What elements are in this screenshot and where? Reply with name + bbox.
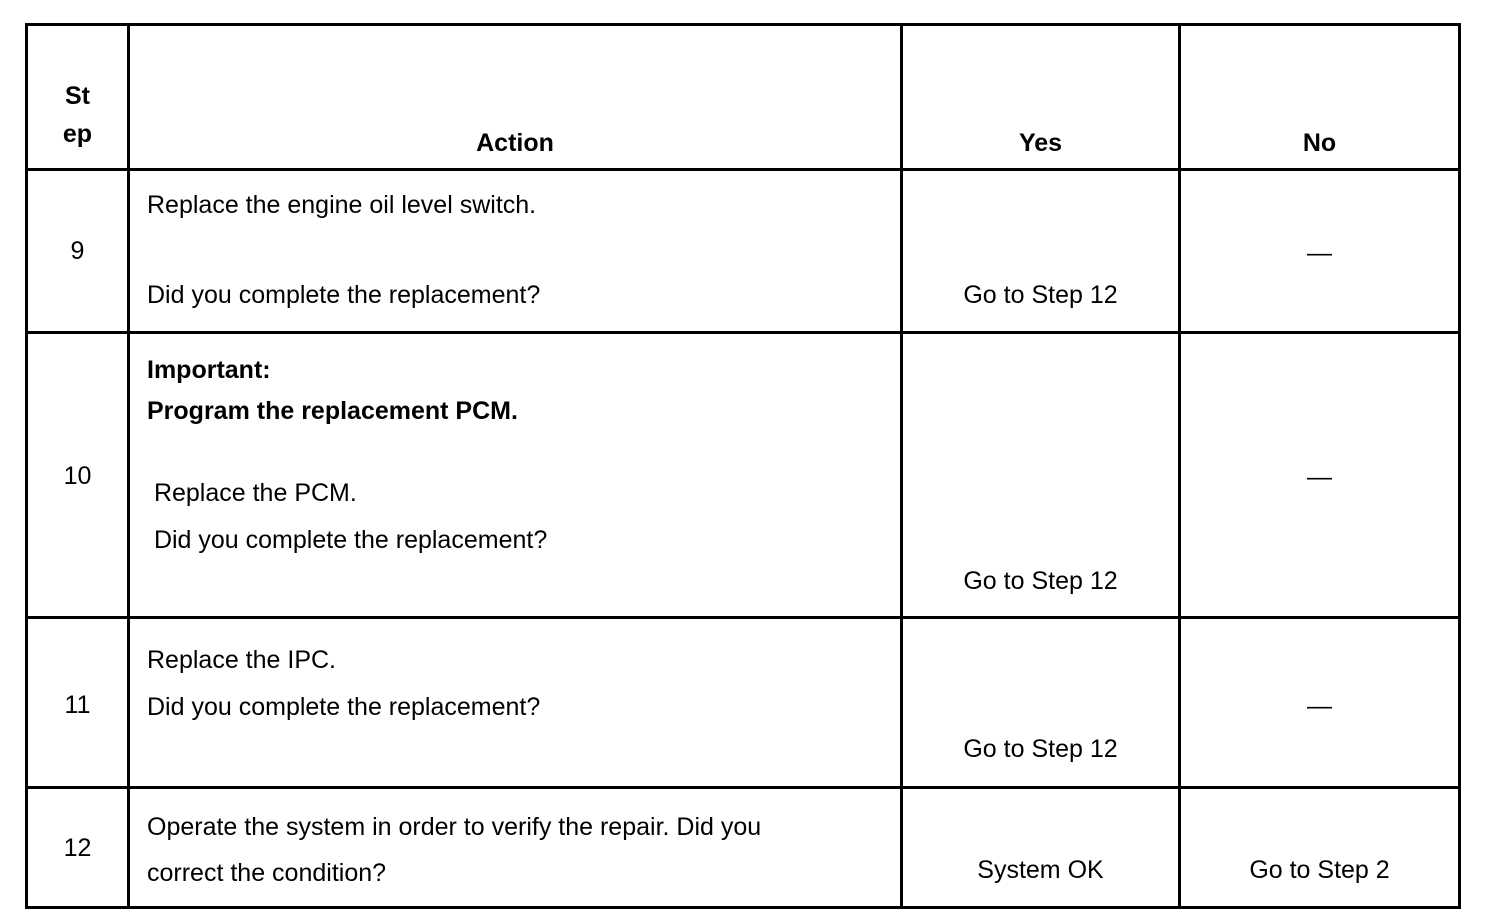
header-label-step: St ep bbox=[28, 77, 127, 155]
cell-yes-result: System OK bbox=[900, 786, 1181, 909]
cell-yes-result: Go to Step 12 bbox=[900, 168, 1181, 334]
action-line-important-label: Important: bbox=[147, 356, 271, 384]
cell-no-result: — bbox=[1178, 168, 1461, 334]
cell-yes-result: Go to Step 12 bbox=[900, 616, 1181, 789]
header-cell-step: St ep bbox=[25, 23, 130, 171]
table-row: 9 Replace the engine oil level switch. D… bbox=[25, 168, 1461, 334]
cell-step-number: 12 bbox=[25, 786, 130, 909]
step-number: 11 bbox=[64, 691, 91, 719]
header-label-step-line1: St bbox=[65, 81, 90, 110]
cell-yes-result: Go to Step 12 bbox=[900, 331, 1181, 619]
header-label-action: Action bbox=[476, 129, 554, 157]
table-row: 10 Important: Program the replacement PC… bbox=[25, 331, 1461, 619]
header-cell-no: No bbox=[1178, 23, 1461, 171]
table-row: 12 Operate the system in order to verify… bbox=[25, 786, 1461, 909]
action-line: Did you complete the replacement? bbox=[147, 281, 541, 309]
action-line: Did you complete the replacement? bbox=[147, 526, 548, 554]
cell-action: Replace the engine oil level switch. Did… bbox=[127, 168, 903, 334]
yes-result-text: Go to Step 12 bbox=[963, 281, 1118, 309]
cell-action: Replace the IPC. Did you complete the re… bbox=[127, 616, 903, 789]
no-result-text: — bbox=[1307, 239, 1332, 267]
cell-no-result: Go to Step 2 bbox=[1178, 786, 1461, 909]
action-line: Operate the system in order to verify th… bbox=[147, 813, 762, 841]
table-header: St ep Action Yes bbox=[25, 23, 1461, 171]
diagnostic-step-table: St ep Action Yes bbox=[25, 23, 1461, 909]
cell-step-number: 11 bbox=[25, 616, 130, 789]
yes-result-text: Go to Step 12 bbox=[963, 567, 1118, 595]
table-header-row: St ep Action Yes bbox=[25, 23, 1461, 171]
no-result-text: — bbox=[1307, 692, 1332, 720]
action-line: Replace the PCM. bbox=[147, 479, 357, 507]
action-line: Replace the IPC. bbox=[147, 646, 336, 674]
yes-result-text: Go to Step 12 bbox=[963, 735, 1118, 763]
cell-step-number: 10 bbox=[25, 331, 130, 619]
step-number: 9 bbox=[70, 237, 85, 265]
header-label-yes: Yes bbox=[1018, 129, 1063, 157]
action-line: Did you complete the replacement? bbox=[147, 693, 541, 721]
table-row: 11 Replace the IPC. Did you complete the… bbox=[25, 616, 1461, 789]
no-result-text: — bbox=[1307, 463, 1332, 491]
header-cell-action: Action bbox=[127, 23, 903, 171]
cell-step-number: 9 bbox=[25, 168, 130, 334]
header-label-no: No bbox=[1302, 129, 1337, 157]
cell-action: Important: Program the replacement PCM. … bbox=[127, 331, 903, 619]
step-number: 10 bbox=[63, 462, 92, 490]
action-line: Replace the engine oil level switch. bbox=[147, 191, 537, 219]
cell-no-result: — bbox=[1178, 616, 1461, 789]
action-line-important-text: Program the replacement PCM. bbox=[147, 397, 518, 425]
step-number: 12 bbox=[63, 834, 92, 862]
no-result-text: Go to Step 2 bbox=[1249, 856, 1390, 884]
cell-action: Operate the system in order to verify th… bbox=[127, 786, 903, 909]
header-cell-yes: Yes bbox=[900, 23, 1181, 171]
table-body: 9 Replace the engine oil level switch. D… bbox=[25, 168, 1461, 909]
header-label-step-line2: ep bbox=[62, 120, 93, 149]
yes-result-text: System OK bbox=[977, 856, 1104, 884]
action-line: correct the condition? bbox=[147, 859, 387, 887]
cell-no-result: — bbox=[1178, 331, 1461, 619]
